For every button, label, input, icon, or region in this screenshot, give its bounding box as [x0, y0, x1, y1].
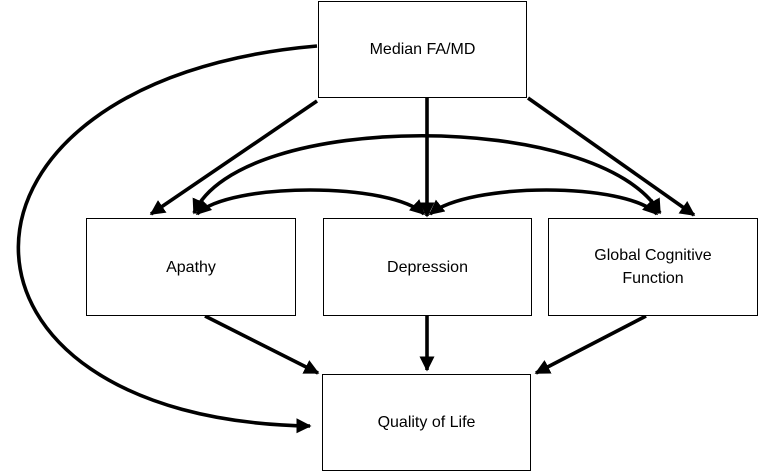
node-median-fa-md: Median FA/MD: [318, 1, 527, 98]
node-depression-label: Depression: [387, 258, 468, 276]
arrow-apathy-to-qol: [204, 314, 320, 375]
node-cognitive-label: Global Cognitive Function: [594, 247, 712, 287]
node-quality-of-life: Quality of Life: [322, 374, 531, 471]
arrow-apathy-to-cognitive: [192, 134, 662, 215]
arrow-median-to-apathy: [149, 99, 319, 216]
node-depression: Depression: [323, 218, 532, 316]
arrow-median-to-cognitive: [526, 96, 696, 217]
node-median-label: Median FA/MD: [369, 41, 476, 58]
arrow-apathy-to-depression: [195, 188, 426, 216]
arrow-median-to-qol: [16, 44, 318, 434]
arrow-depression-to-cognitive: [428, 188, 659, 216]
node-apathy-label: Apathy: [166, 258, 216, 276]
arrow-cognitive-to-qol: [534, 314, 647, 375]
node-qol-label: Quality of Life: [377, 414, 476, 431]
node-apathy: Apathy: [86, 218, 296, 316]
node-global-cognitive-function: Global Cognitive Function: [548, 218, 758, 316]
